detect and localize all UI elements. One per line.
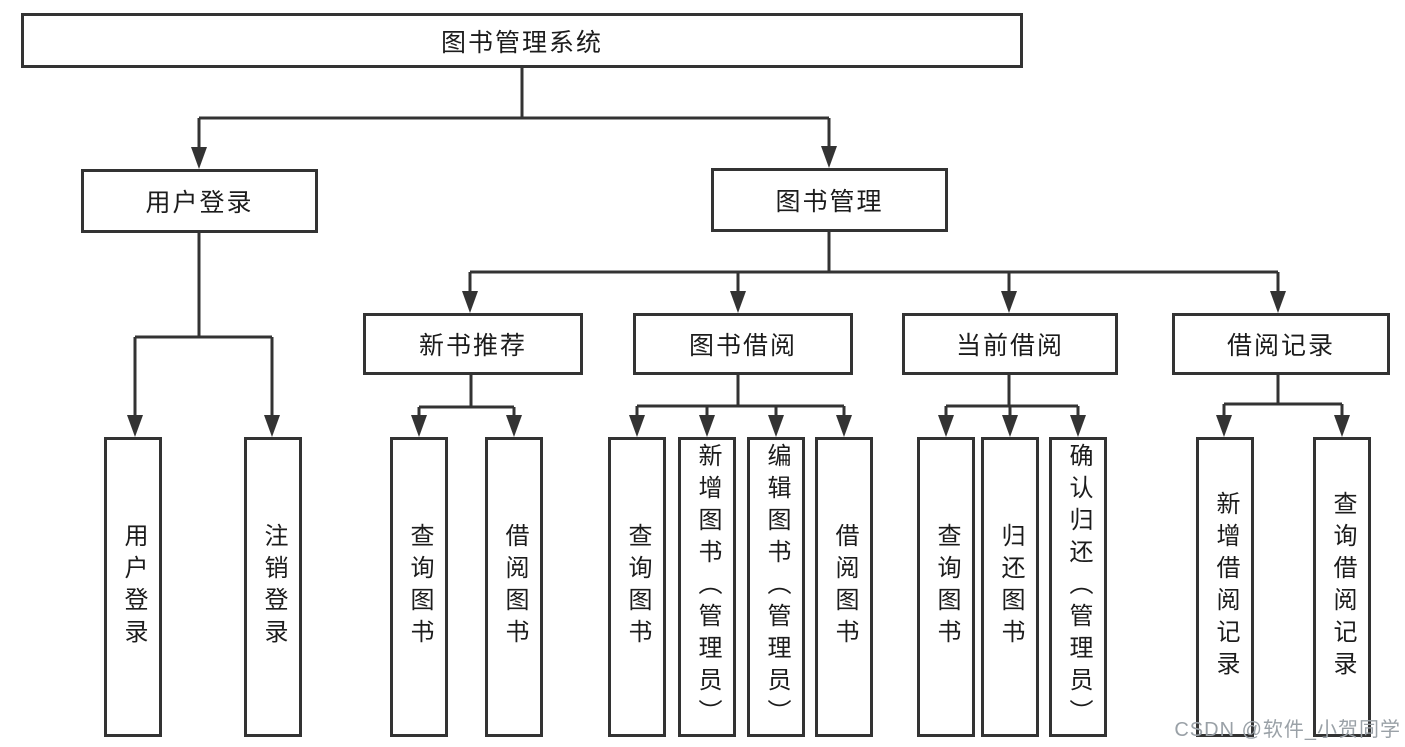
arrowhead-book-management [821,146,837,168]
leaf-label: 新增图书（管理员） [694,443,721,731]
arrowhead-leaf [411,415,427,437]
leaf-return-books: 归还图书 [981,437,1039,737]
connector-book-management-children [468,232,1280,293]
arrowhead-leaf [768,415,784,437]
leaf-label: 用户登录 [120,523,147,651]
leaf-user-login: 用户登录 [104,437,162,737]
leaf-query-books-1: 查询图书 [390,437,448,737]
connector-current-borrow-children [944,375,1080,417]
leaf-label: 借阅图书 [501,523,528,651]
arrowhead-leaf [836,415,852,437]
node-label: 图书管理系统 [440,28,603,57]
leaf-confirm-return-admin: 确认归还（管理员） [1049,437,1107,737]
node-label: 当前借阅 [955,332,1064,360]
connector-root-to-level2 [197,68,831,149]
leaf-label: 归还图书 [997,523,1024,651]
arrowhead-leaf [1216,415,1232,437]
arrowhead-book-borrow [730,291,746,313]
leaf-add-books-admin: 新增图书（管理员） [678,437,736,737]
arrowhead-logout-leaf [264,415,280,437]
leaf-query-borrow-record: 查询借阅记录 [1313,437,1371,737]
leaf-label: 借阅图书 [831,523,858,651]
leaf-add-borrow-record: 新增借阅记录 [1196,437,1254,737]
arrowhead-leaf [1070,415,1086,437]
leaf-query-books-2: 查询图书 [608,437,666,737]
connector-book-borrow-children [635,375,846,417]
leaf-label: 查询图书 [933,523,960,651]
node-label: 图书管理 [775,188,884,216]
arrowhead-login-leaf [127,415,143,437]
leaf-logout: 注销登录 [244,437,302,737]
leaf-label: 注销登录 [260,523,287,651]
arrowhead-new-books [462,291,478,313]
node-label: 图书借阅 [688,332,797,360]
arrowhead-user-login [191,147,207,169]
node-new-book-recommendation: 新书推荐 [363,313,583,375]
node-label: 借阅记录 [1226,332,1335,360]
arrowhead-leaf [938,415,954,437]
leaf-borrow-books-1: 借阅图书 [485,437,543,737]
node-book-management: 图书管理 [711,168,948,232]
node-label: 用户登录 [145,189,254,217]
leaf-label: 查询图书 [624,523,651,651]
arrowhead-leaf [506,415,522,437]
leaf-label: 确认归还（管理员） [1065,443,1092,731]
leaf-label: 编辑图书（管理员） [763,443,790,731]
arrowhead-borrow-records [1270,291,1286,313]
arrowhead-current-borrow [1001,291,1017,313]
node-borrowing-records: 借阅记录 [1172,313,1390,375]
node-label: 新书推荐 [418,332,527,360]
leaf-query-books-3: 查询图书 [917,437,975,737]
leaf-label: 查询图书 [406,523,433,651]
connector-new-books-children [417,375,516,417]
csdn-watermark: CSDN @软件_小贺同学 [1174,719,1401,741]
node-user-login: 用户登录 [81,169,318,233]
arrowhead-leaf [1334,415,1350,437]
leaf-edit-books-admin: 编辑图书（管理员） [747,437,805,737]
arrowhead-leaf [699,415,715,437]
connector-borrow-records-children [1222,375,1344,417]
leaf-label: 查询借阅记录 [1329,491,1356,683]
arrowhead-leaf [1002,415,1018,437]
node-current-borrowing: 当前借阅 [902,313,1118,375]
connector-user-login-children [133,233,274,417]
node-library-management-system: 图书管理系统 [21,13,1023,68]
leaf-label: 新增借阅记录 [1212,491,1239,683]
leaf-borrow-books-2: 借阅图书 [815,437,873,737]
node-book-borrowing: 图书借阅 [633,313,853,375]
arrowhead-leaf [629,415,645,437]
